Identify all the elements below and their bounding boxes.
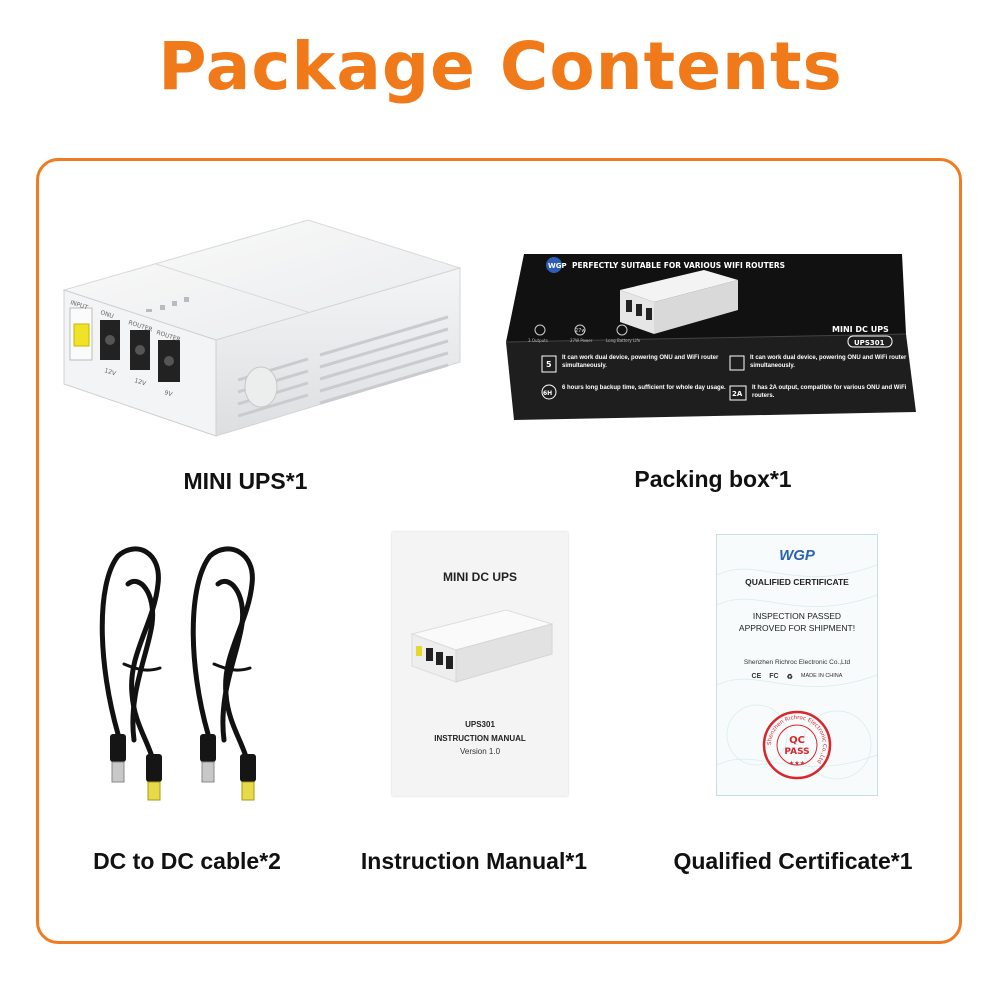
instruction-manual-image: MINI DC UPS UPS301 INSTRUCTION MANUAL Ve…: [392, 532, 568, 796]
ce-mark-icon: CE: [751, 673, 762, 680]
certificate-line-1: INSPECTION PASSED: [752, 611, 842, 621]
stamp-top-text: QC: [789, 735, 805, 746]
box-feature: 27W Power: [570, 338, 593, 343]
page-title: Package Contents: [158, 28, 843, 105]
manual-title: MINI DC UPS: [442, 570, 517, 584]
mini-ups-device-image: INPUT ONU ROUTER ROUTER 12V 12V 9V: [62, 219, 462, 437]
box-point-badge: 6H: [543, 390, 552, 397]
recycle-icon: ♻: [786, 674, 793, 681]
certificate-marks: CE FC ♻ MADE IN CHINA: [727, 673, 867, 681]
caption-mini-ups: MINI UPS*1: [183, 468, 308, 494]
caption-instruction-manual: Instruction Manual*1: [360, 848, 588, 874]
fc-mark-icon: FC: [769, 673, 779, 680]
stamp-stars-icon: ★★★: [789, 760, 805, 767]
ups-port-voltage: 9V: [163, 389, 174, 398]
box-point-text: It can work dual device, powering ONU an…: [750, 355, 907, 369]
stamp-bottom-text: PASS: [784, 747, 809, 757]
qc-pass-stamp: Shenzhen Richroc Electronic Co.,Ltd QC P…: [762, 710, 832, 780]
box-feature: Long Battery Life: [606, 338, 641, 343]
manual-subtitle: INSTRUCTION MANUAL: [434, 734, 526, 743]
box-product-name: MINI DC UPS: [832, 325, 889, 334]
certificate-line-2: APPROVED FOR SHIPMENT!: [738, 623, 856, 633]
box-tagline: PERFECTLY SUITABLE FOR VARIOUS WIFI ROUT…: [572, 261, 785, 270]
certificate-title: QUALIFIED CERTIFICATE: [745, 577, 849, 587]
dc-cable-image: [99, 546, 256, 801]
caption-dc-cable: DC to DC cable*2: [93, 848, 281, 874]
packing-box-image: WGP PERFECTLY SUITABLE FOR VARIOUS WIFI …: [505, 254, 916, 420]
caption-qualified-certificate: Qualified Certificate*1: [673, 848, 913, 874]
certificate-company: Shenzhen Richroc Electronic Co.,Ltd: [743, 659, 851, 666]
ups-port-voltage: 12V: [103, 367, 117, 378]
box-model: UPS301: [854, 339, 885, 347]
box-feature-badge: 27w: [575, 328, 585, 334]
manual-device-picture: [410, 609, 554, 683]
manual-version: Version 1.0: [459, 747, 501, 756]
certificate-brand-logo: WGP: [779, 547, 815, 564]
box-feature: 3 Outputs: [528, 338, 548, 343]
ups-port-voltage: 12V: [133, 377, 147, 388]
box-brand: WGP: [548, 262, 567, 270]
manual-model: UPS301: [465, 720, 495, 729]
box-point-badge: 2A: [732, 390, 743, 398]
box-point-text: 6 hours long backup time, sufficient for…: [562, 385, 726, 391]
box-point-badge: 5: [546, 360, 552, 369]
box-point-text: It has 2A output, compatible for various…: [752, 385, 907, 399]
ups-port-label: ONU: [99, 309, 114, 320]
qualified-certificate-image: WGP QUALIFIED CERTIFICATE INSPECTION PAS…: [716, 534, 878, 796]
certificate-guilloche-pattern: [717, 564, 877, 780]
caption-packing-box: Packing box*1: [634, 466, 792, 492]
box-point-text: It can work dual device, powering ONU an…: [562, 355, 719, 369]
made-in-china-label: MADE IN CHINA: [800, 673, 843, 679]
